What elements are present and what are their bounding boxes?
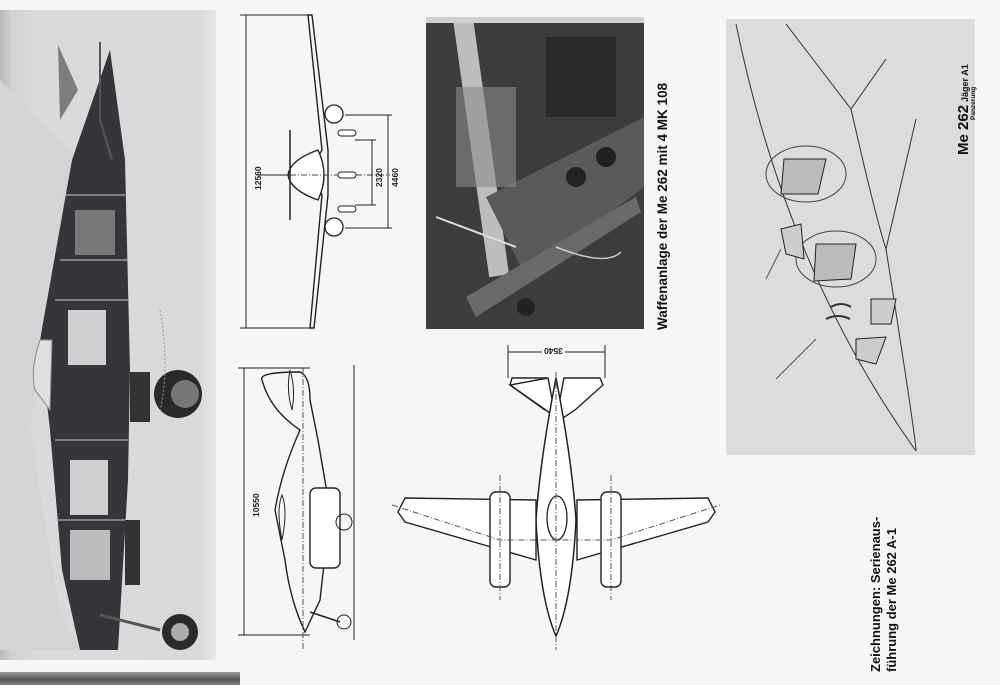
dim-track-inner: 2320 bbox=[374, 168, 384, 187]
dim-length: 10550 bbox=[251, 493, 261, 517]
caption-line-2: führung der Me 262 A-1 bbox=[884, 528, 899, 672]
dim-track-outer: 4460 bbox=[390, 168, 400, 187]
cutaway-illustration bbox=[0, 42, 202, 650]
dim-tailplane-span: 3540 bbox=[542, 346, 565, 356]
sketch-subtitle: Panzerung bbox=[970, 86, 977, 120]
page-binding-edge bbox=[0, 672, 240, 685]
armor-sketch-panel bbox=[726, 19, 975, 455]
weapons-illustration bbox=[426, 17, 644, 329]
caption-line-1: Zeichnungen: Serienaus- bbox=[868, 516, 883, 672]
weapons-caption: Waffenanlage der Me 262 mit 4 MK 108 bbox=[655, 82, 670, 330]
drawings-caption: Zeichnungen: Serienaus- führung der Me 2… bbox=[868, 517, 900, 672]
weapons-photo bbox=[426, 17, 644, 329]
dim-span: 12560 bbox=[253, 166, 263, 190]
armor-sketch bbox=[735, 23, 917, 452]
cutaway-photo bbox=[0, 10, 216, 660]
sketch-title-suffix: Jäger A1 bbox=[960, 64, 970, 102]
